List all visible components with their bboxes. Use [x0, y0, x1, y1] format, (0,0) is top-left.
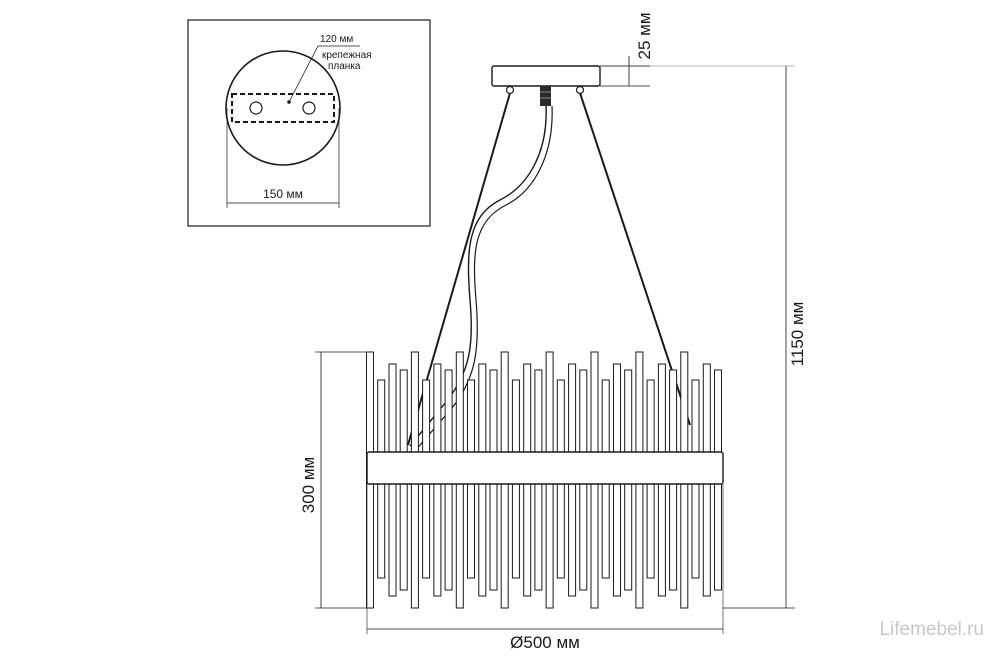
mount-bracket	[231, 93, 335, 123]
dim-shade-height: 300 мм	[299, 351, 368, 609]
ceiling-canopy	[491, 65, 601, 87]
total-height-label: 1150 мм	[788, 302, 807, 367]
bracket-hole-right	[302, 101, 316, 115]
bracket-caption-line2: планка	[328, 61, 361, 72]
bracket-caption-line1: крепежная	[322, 50, 372, 61]
dim-total-height: 1150 мм	[600, 65, 807, 609]
central-ring-band	[366, 451, 724, 485]
power-cord-shadow	[413, 105, 553, 453]
diameter-label: Ø500 мм	[510, 633, 580, 652]
dim-diameter: Ø500 мм	[366, 484, 724, 652]
inset-frame	[187, 19, 431, 227]
cable-gland	[540, 86, 551, 106]
bracket-hole-left	[249, 101, 263, 115]
hanger-point-right	[575, 85, 585, 95]
bracket-leader	[288, 45, 319, 103]
power-cord	[409, 105, 547, 447]
shade-height-label: 300 мм	[299, 457, 318, 513]
dim-canopy-height: 25 мм	[600, 12, 654, 87]
canopy-and-suspension	[407, 65, 691, 453]
canopy-height-label: 25 мм	[635, 12, 654, 59]
hanger-point-left	[505, 85, 515, 95]
mount-detail-inset: 120 мм крепежная планка 150 мм	[187, 19, 431, 227]
canopy-diameter-label: 150 мм	[263, 187, 303, 201]
watermark: Lifemebel.ru	[879, 619, 984, 640]
bracket-size-label: 120 мм	[320, 34, 353, 45]
canopy-top-view	[225, 50, 341, 166]
